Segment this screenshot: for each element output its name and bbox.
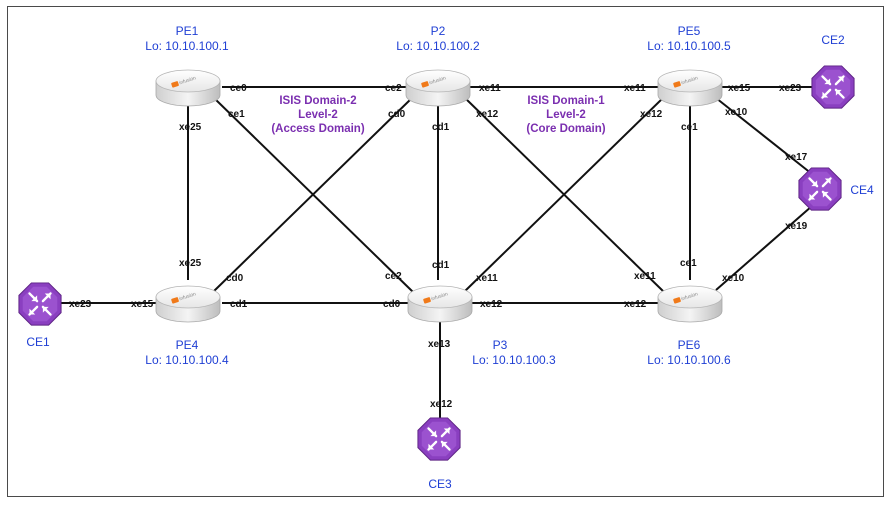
router-p3-icon[interactable] bbox=[407, 285, 473, 323]
if-pe5-xe15: xe15 bbox=[728, 83, 751, 94]
link-ce4-pe6 bbox=[715, 205, 813, 291]
if-pe1-ce0: ce0 bbox=[230, 83, 247, 94]
ce1-label: CE1 bbox=[26, 335, 50, 349]
if-p3-xe13: xe13 bbox=[428, 339, 451, 350]
if-pe4-cd0: cd0 bbox=[226, 273, 244, 284]
links bbox=[60, 86, 815, 418]
router-pe1-icon[interactable] bbox=[155, 69, 221, 107]
p2-name: P2 bbox=[431, 24, 446, 38]
if-p3-xe11: xe11 bbox=[476, 273, 498, 284]
pe5-name: PE5 bbox=[678, 24, 701, 38]
ce2-label: CE2 bbox=[821, 33, 845, 47]
if-p3-cd1: cd1 bbox=[432, 260, 450, 271]
link-p2-pe4 bbox=[212, 96, 414, 293]
if-ce3-xe12: xe12 bbox=[430, 399, 453, 410]
if-pe4-xe15: xe15 bbox=[131, 299, 154, 310]
if-pe5-ce1: ce1 bbox=[681, 122, 698, 133]
if-pe5-xe10: xe10 bbox=[725, 107, 748, 118]
if-pe6-ce1: ce1 bbox=[680, 258, 697, 269]
ce4-label: CE4 bbox=[850, 183, 874, 197]
if-p2-ce2: ce2 bbox=[385, 83, 402, 94]
router-pe6-icon[interactable] bbox=[657, 285, 723, 323]
core-domain-line3: (Core Domain) bbox=[526, 123, 605, 135]
pe5-loopback: Lo: 10.10.100.5 bbox=[647, 39, 731, 53]
pe1-loopback: Lo: 10.10.100.1 bbox=[145, 39, 229, 53]
p3-name: P3 bbox=[493, 338, 508, 352]
if-p3-ce2: ce2 bbox=[385, 271, 402, 282]
if-pe4-xe25: xe25 bbox=[179, 258, 202, 269]
if-pe5-xe12: xe12 bbox=[640, 109, 663, 120]
pe4-loopback: Lo: 10.10.100.4 bbox=[145, 353, 229, 367]
ce3-icon[interactable] bbox=[416, 416, 462, 462]
if-pe1-xe25: xe25 bbox=[179, 122, 202, 133]
if-pe1-ce1: ce1 bbox=[228, 109, 245, 120]
if-p2-xe11: xe11 bbox=[479, 83, 501, 94]
access-domain-line3: (Access Domain) bbox=[271, 123, 364, 135]
router-pe4-icon[interactable] bbox=[155, 285, 221, 323]
if-p2-xe12: xe12 bbox=[476, 109, 499, 120]
router-p2-icon[interactable] bbox=[405, 69, 471, 107]
if-p2-cd0: cd0 bbox=[388, 109, 406, 120]
ce4-icon[interactable] bbox=[797, 166, 843, 212]
router-pe5-icon[interactable] bbox=[657, 69, 723, 107]
if-pe4-cd1: cd1 bbox=[230, 299, 248, 310]
if-pe5-xe11: xe11 bbox=[624, 83, 646, 94]
pe4-name: PE4 bbox=[176, 338, 199, 352]
access-domain-line1: ISIS Domain-2 bbox=[279, 95, 356, 107]
pe1-name: PE1 bbox=[176, 24, 199, 38]
if-p2-cd1: cd1 bbox=[432, 122, 450, 133]
pe6-name: PE6 bbox=[678, 338, 701, 352]
ce3-label: CE3 bbox=[428, 477, 452, 491]
link-pe5-p3 bbox=[463, 96, 665, 293]
if-ce4-xe17: xe17 bbox=[785, 152, 808, 163]
if-pe6-xe10: xe10 bbox=[722, 273, 745, 284]
p2-loopback: Lo: 10.10.100.2 bbox=[396, 39, 480, 53]
if-p3-cd0: cd0 bbox=[383, 299, 401, 310]
ce1-icon[interactable] bbox=[17, 281, 63, 327]
if-ce4-xe19: xe19 bbox=[785, 221, 808, 232]
ce2-icon[interactable] bbox=[810, 64, 856, 110]
pe6-loopback: Lo: 10.10.100.6 bbox=[647, 353, 731, 367]
p3-loopback: Lo: 10.10.100.3 bbox=[472, 353, 556, 367]
if-pe6-xe11: xe11 bbox=[634, 271, 656, 282]
link-pe5-ce4 bbox=[715, 97, 813, 175]
if-pe6-xe12: xe12 bbox=[624, 299, 647, 310]
core-domain-line1: ISIS Domain-1 bbox=[527, 95, 605, 107]
if-ce1-xe23: xe23 bbox=[69, 299, 92, 310]
access-domain-line2: Level-2 bbox=[298, 109, 338, 121]
if-p3-xe12: xe12 bbox=[480, 299, 503, 310]
if-ce2-xe23: xe23 bbox=[779, 83, 802, 94]
core-domain-line2: Level-2 bbox=[546, 109, 586, 121]
